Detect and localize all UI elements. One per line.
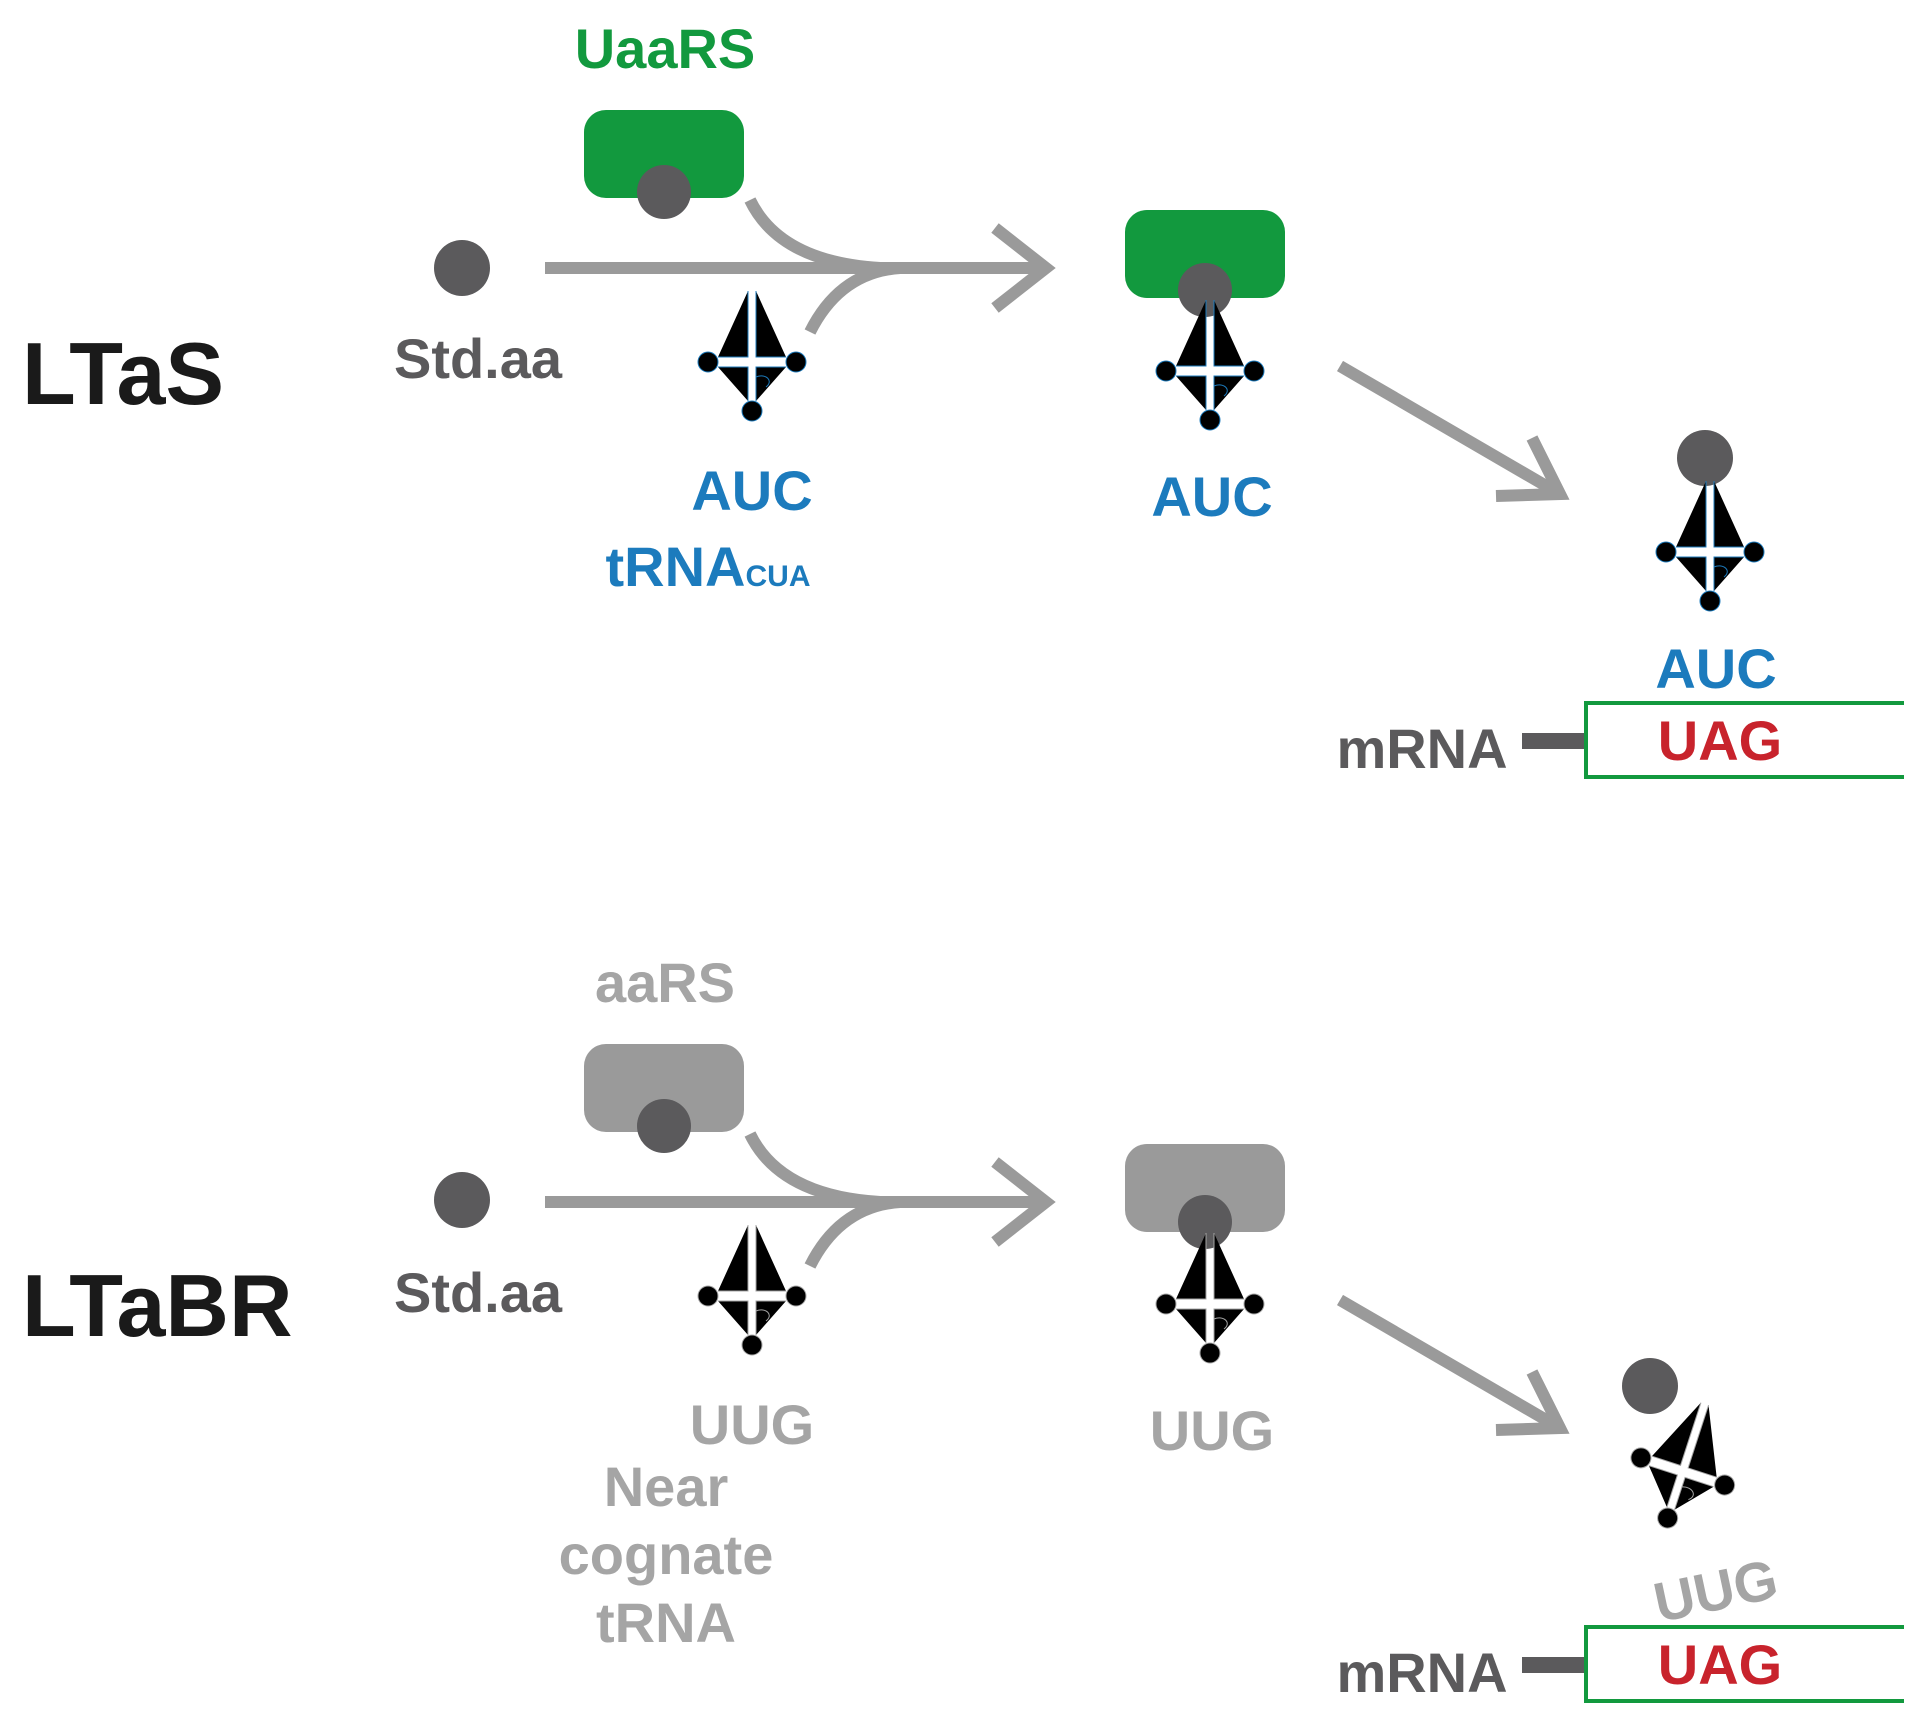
panel-label-ltas: LTaS — [22, 324, 224, 423]
complex-anticodon-label: AUC — [1151, 465, 1272, 528]
trna-name-subscript: CUA — [745, 560, 810, 593]
mrna-strand — [1522, 1657, 1588, 1673]
trna-name-line-3: tRNA — [596, 1591, 736, 1654]
bound-amino-acid-dot — [637, 1099, 691, 1153]
complex-amino-acid-dot — [1178, 1195, 1232, 1249]
decoding-amino-acid-dot — [1677, 430, 1733, 486]
decoding-anticodon-label: AUC — [1655, 637, 1776, 700]
trna-anticodon-label: AUC — [691, 459, 812, 522]
enzyme-label-aars: aaRS — [595, 951, 735, 1014]
trna-merge-curve — [804, 262, 901, 335]
reaction-arrowhead — [991, 223, 1056, 313]
trna-anticodon-label: UUG — [690, 1393, 814, 1456]
complex-trna-icon — [1155, 1232, 1265, 1364]
panel-ltabr: LTaBR aaRS Std.aa UUG Near cognate tRNA … — [22, 951, 1904, 1704]
uaars-trna-complex-enzyme — [1125, 210, 1285, 298]
delivery-arrow — [1336, 360, 1564, 500]
enzyme-merge-curve — [744, 197, 881, 274]
codon-label: UAG — [1658, 709, 1782, 772]
panel-label-ltabr: LTaBR — [22, 1256, 293, 1355]
complex-anticodon-label: UUG — [1150, 1399, 1274, 1462]
mrna-label: mRNA — [1336, 717, 1507, 780]
enzyme-label-uaars: UaaRS — [575, 17, 756, 80]
near-cognate-trna-icon — [697, 1224, 807, 1356]
tilted-decoding-trna-icon — [1612, 1386, 1757, 1545]
panel-ltas: LTaS UaaRS Std.aa AUC tRNACUA AUC — [22, 17, 1904, 780]
complex-trna-icon — [1155, 299, 1265, 431]
reaction-arrowhead — [991, 1157, 1056, 1247]
amino-acid-dot — [434, 1172, 490, 1228]
mrna-strand — [1522, 733, 1588, 749]
decoding-trna-icon — [1655, 480, 1765, 612]
trna-merge-curve — [804, 1196, 901, 1269]
trna-cua-icon — [697, 290, 807, 422]
enzyme-merge-curve — [744, 1131, 881, 1208]
mrna-label: mRNA — [1336, 1641, 1507, 1704]
amino-acid-label: Std.aa — [394, 327, 563, 390]
amino-acid-label: Std.aa — [394, 1261, 563, 1324]
trna-name-main: tRNA — [606, 535, 746, 598]
delivery-arrowhead — [1495, 435, 1570, 502]
uaars-enzyme — [584, 110, 744, 198]
decoding-anticodon-label: UUG — [1648, 1547, 1783, 1634]
delivery-arrowhead — [1495, 1369, 1570, 1436]
trna-name-label: tRNACUA — [606, 535, 811, 598]
amino-acid-dot — [434, 240, 490, 296]
trna-name-line-1: Near — [604, 1455, 729, 1518]
complex-amino-acid-dot — [1178, 263, 1232, 317]
mrna-box — [1584, 701, 1904, 779]
decoding-amino-acid-dot — [1622, 1358, 1678, 1414]
codon-label: UAG — [1658, 1633, 1782, 1696]
aars-enzyme — [584, 1044, 744, 1132]
aars-trna-complex-enzyme — [1125, 1144, 1285, 1232]
bound-amino-acid-dot — [637, 165, 691, 219]
trna-name-line-2: cognate — [559, 1523, 774, 1586]
delivery-arrow — [1336, 1294, 1564, 1434]
mrna-box — [1584, 1625, 1904, 1703]
